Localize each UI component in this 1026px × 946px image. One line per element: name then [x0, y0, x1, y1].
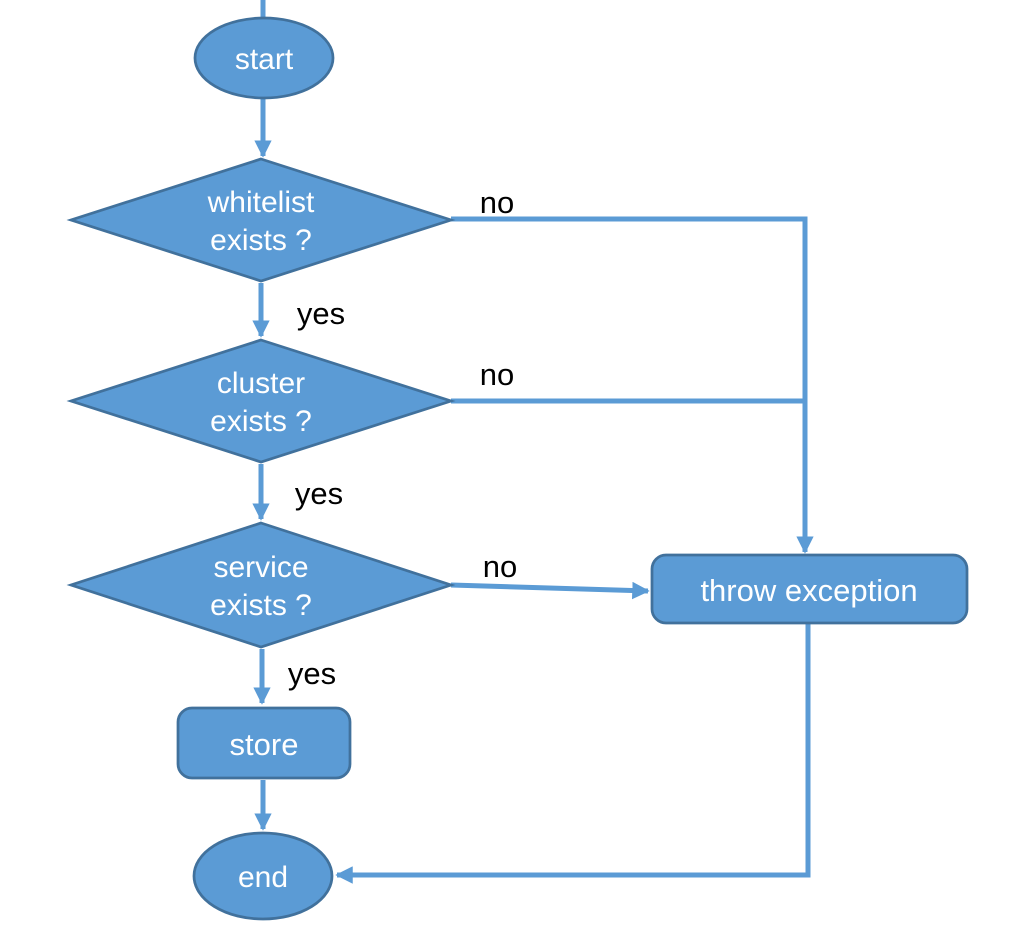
start-node: start	[193, 16, 335, 100]
edge-label-cluster-no: no	[480, 357, 514, 392]
service-diamond	[66, 521, 456, 649]
whitelist-label-line2: exists ?	[210, 224, 312, 257]
cluster-diamond	[66, 338, 456, 464]
whitelist-diamond	[66, 157, 456, 283]
edge-service-no	[450, 581, 650, 600]
whitelist-decision-node: whitelist exists ?	[66, 157, 456, 283]
service-label-line2: exists ?	[210, 589, 312, 622]
service-label-line1: service	[213, 551, 308, 584]
edge-throw-to-end	[335, 623, 811, 884]
end-ellipse	[192, 831, 334, 921]
edge-label-whitelist-no: no	[480, 185, 514, 220]
edge-whitelist-no	[451, 216, 814, 554]
end-node: end	[192, 831, 334, 921]
whitelist-label-line1: whitelist	[207, 186, 315, 219]
cluster-decision-node: cluster exists ?	[66, 338, 456, 464]
start-label: start	[235, 43, 294, 76]
throw-exception-label: throw exception	[700, 573, 917, 608]
store-node: store	[176, 706, 352, 780]
store-label: store	[230, 727, 299, 762]
service-decision-node: service exists ?	[66, 521, 456, 649]
start-ellipse	[193, 16, 335, 100]
edge-label-service-yes: yes	[288, 656, 336, 691]
edge-label-whitelist-yes: yes	[297, 296, 345, 331]
throw-exception-rect	[650, 553, 969, 625]
edge-label-service-no: no	[483, 549, 517, 584]
store-rect	[176, 706, 352, 780]
end-label: end	[238, 861, 288, 894]
throw-exception-node: throw exception	[650, 553, 969, 625]
edge-label-cluster-yes: yes	[295, 476, 343, 511]
cluster-label-line1: cluster	[217, 367, 305, 400]
cluster-label-line2: exists ?	[210, 405, 312, 438]
